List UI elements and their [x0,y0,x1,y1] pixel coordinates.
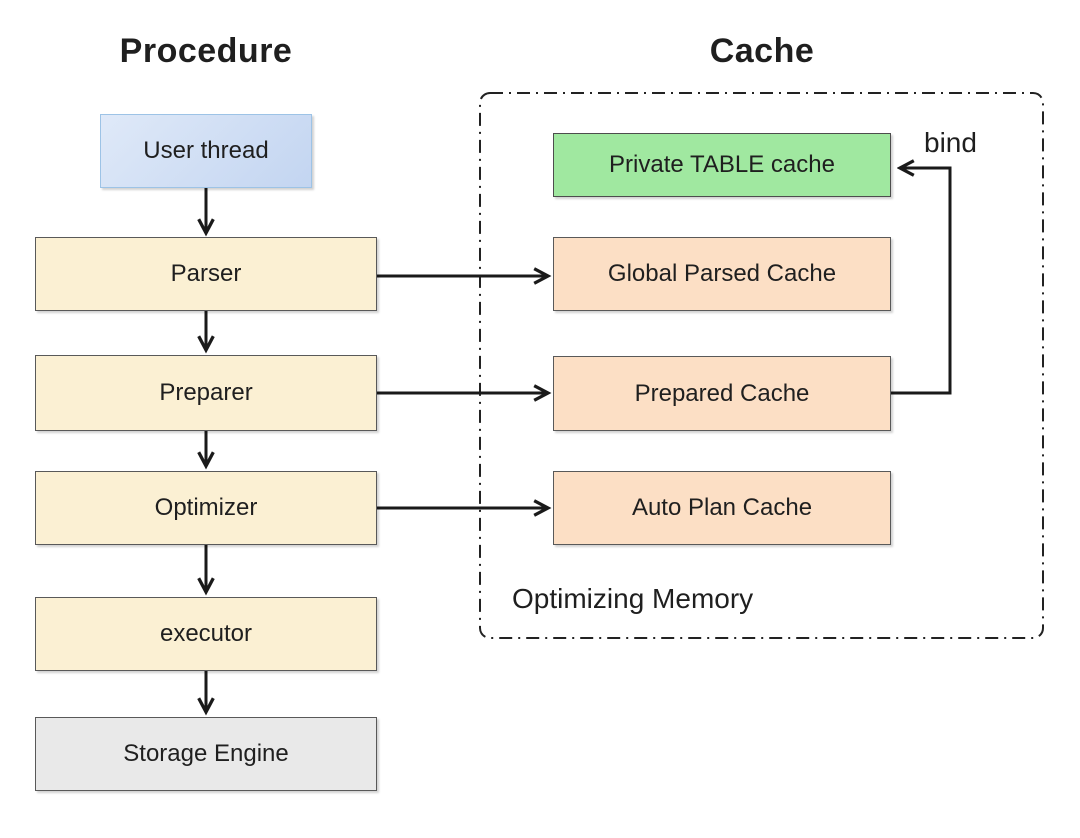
node-storage-engine: Storage Engine [35,717,377,791]
node-private-table-cache: Private TABLE cache [553,133,891,197]
node-optimizer: Optimizer [35,471,377,545]
node-user-thread: User thread [100,114,312,188]
node-prepared-cache: Prepared Cache [553,356,891,431]
node-global-parsed-cache: Global Parsed Cache [553,237,891,311]
node-auto-plan-cache: Auto Plan Cache [553,471,891,545]
node-executor: executor [35,597,377,671]
node-parser: Parser [35,237,377,311]
cache-column-title: Cache [709,32,815,70]
optimizing-memory-label: Optimizing Memory [512,583,754,614]
bind-edge-label: bind [924,127,977,158]
procedure-column-title: Procedure [119,32,293,70]
node-preparer: Preparer [35,355,377,431]
arrow-prepared-cache-bind-private-table-cache [891,168,952,395]
